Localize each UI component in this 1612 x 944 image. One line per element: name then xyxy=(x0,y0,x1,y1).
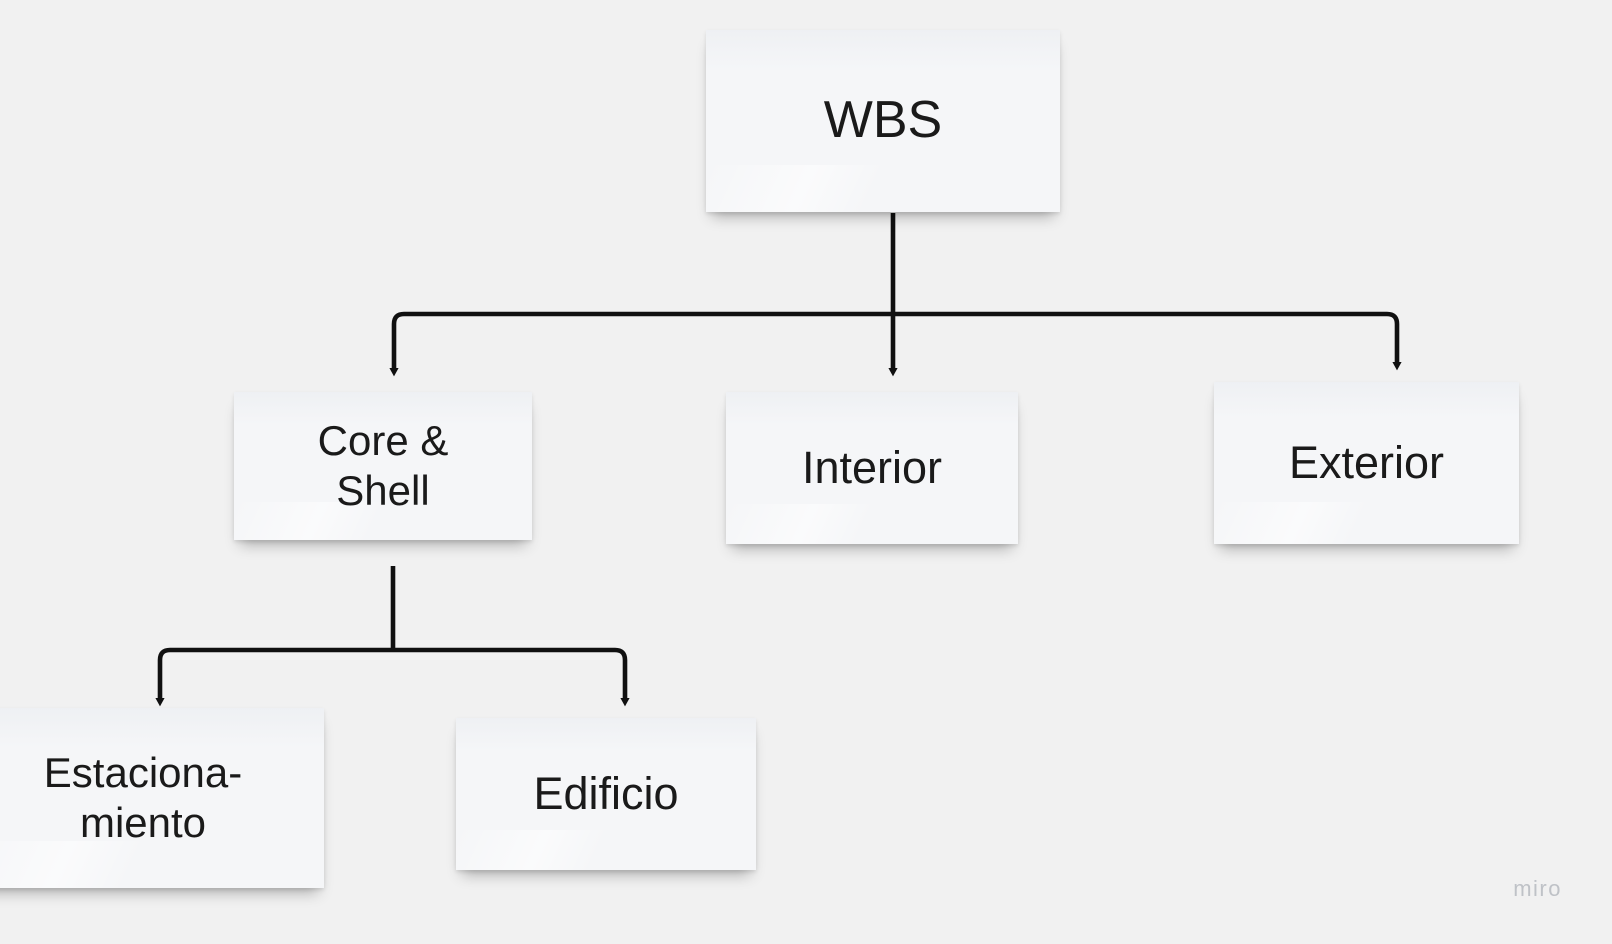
node-core-and-shell-label: Core & Shell xyxy=(317,417,449,514)
node-interior[interactable]: Interior xyxy=(726,392,1018,544)
node-exterior[interactable]: Exterior xyxy=(1214,382,1519,544)
edge-wbs-exterior xyxy=(893,311,1402,371)
node-wbs-label: WBS xyxy=(823,91,943,150)
miro-watermark: miro xyxy=(1513,876,1562,901)
node-estacionamiento[interactable]: Estaciona- miento xyxy=(0,708,324,888)
edge-wbs-core xyxy=(389,311,893,377)
node-exterior-label: Exterior xyxy=(1288,437,1445,489)
node-core-and-shell[interactable]: Core & Shell xyxy=(234,392,532,540)
edge-core-edificio xyxy=(393,647,630,707)
node-estacionamiento-label: Estaciona- miento xyxy=(43,749,243,846)
node-interior-label: Interior xyxy=(801,442,943,494)
node-wbs[interactable]: WBS xyxy=(706,30,1060,212)
edge-core-estacionamiento xyxy=(155,647,393,707)
node-edificio[interactable]: Edificio xyxy=(456,718,756,870)
node-edificio-label: Edificio xyxy=(533,768,679,820)
